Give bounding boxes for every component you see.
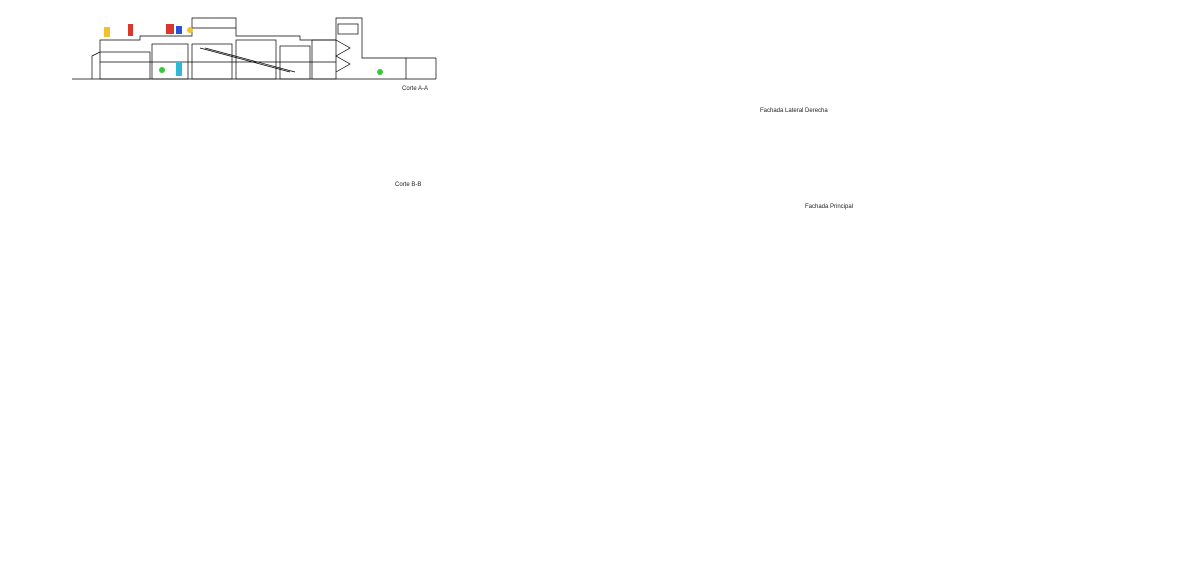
- right-side-facade-label: Fachada Lateral Derecha: [760, 108, 828, 114]
- section-aa: [72, 17, 437, 80]
- section-bb-label: Corte B-B: [395, 182, 422, 188]
- section-aa-label: Corte A-A: [402, 86, 429, 92]
- main-facade-label: Fachada Principal: [805, 204, 854, 210]
